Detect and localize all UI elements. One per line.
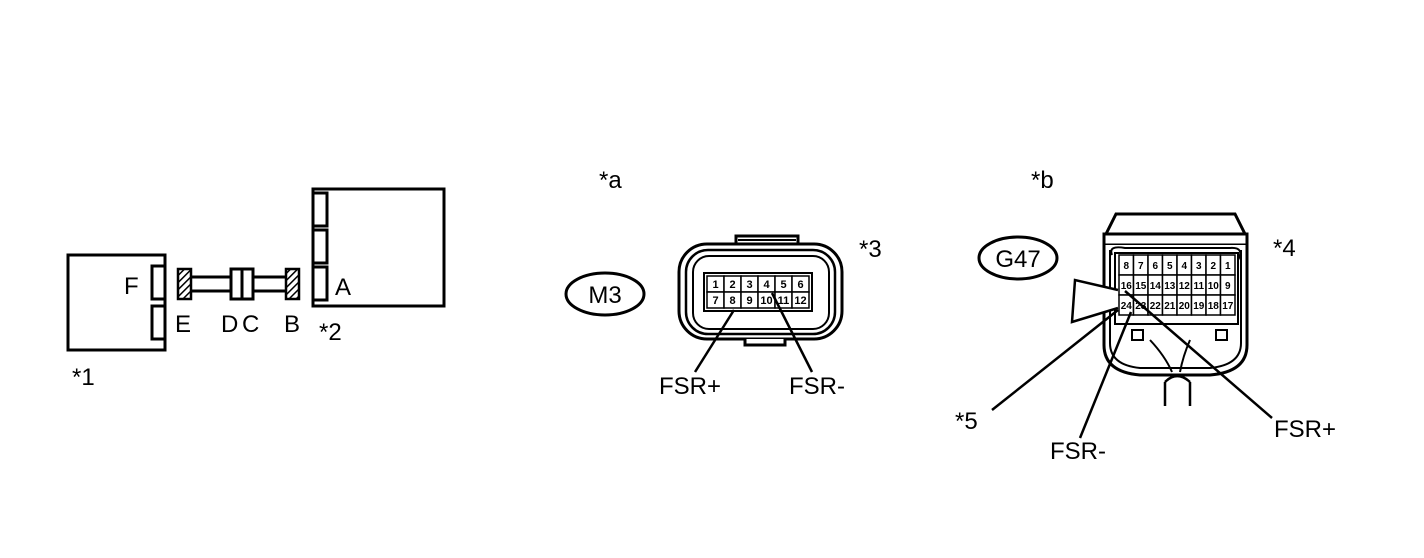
pin-number: 4 (1181, 261, 1187, 272)
pin-number: 1 (712, 279, 718, 291)
terminal-f-label: F (124, 273, 139, 300)
pin-number: 9 (1225, 281, 1231, 292)
pin-number: 10 (760, 295, 772, 307)
pin-number: 6 (797, 279, 803, 291)
leader-lines-b (991, 290, 1273, 439)
pin-number: 6 (1152, 261, 1158, 272)
pin-number: 15 (1135, 281, 1147, 292)
view-b-label: *b (1031, 167, 1054, 194)
connector-code: G47 (995, 246, 1040, 273)
pin-number: 12 (794, 295, 806, 307)
pin-number: 14 (1150, 281, 1162, 292)
connector-code: M3 (588, 282, 621, 309)
pin-number: 8 (1123, 261, 1129, 272)
terminal-d-label: D (221, 311, 238, 338)
component-1-label: *1 (72, 364, 95, 391)
pin-number: 19 (1193, 301, 1205, 312)
pin-number: 8 (729, 295, 735, 307)
callout-5: *5 (955, 408, 978, 435)
pin-number: 13 (1164, 281, 1176, 292)
pin-number: 5 (1167, 261, 1173, 272)
callout-4: *4 (1273, 235, 1296, 262)
connector-code-oval (564, 271, 646, 317)
terminal-e-label: E (175, 311, 191, 338)
component-1-box (66, 253, 167, 352)
signal-fsr-minus-b: FSR- (1050, 438, 1106, 465)
pin-number: 2 (1210, 261, 1216, 272)
pin-number: 16 (1121, 281, 1133, 292)
terminal-c-label: C (242, 311, 259, 338)
signal-fsr-plus-b: FSR+ (1274, 416, 1336, 443)
pin-number: 11 (778, 295, 790, 307)
pin-number: 10 (1208, 281, 1220, 292)
view-a-label: *a (599, 167, 622, 194)
pin-number: 2 (729, 279, 735, 291)
leader-lines-a (693, 292, 814, 373)
signal-fsr-minus-a: FSR- (789, 373, 845, 400)
pin-number: 3 (1196, 261, 1202, 272)
pin-number: 7 (712, 295, 718, 307)
pin-number: 24 (1121, 301, 1133, 312)
connector-code-oval (977, 235, 1059, 281)
signal-fsr-plus-a: FSR+ (659, 373, 721, 400)
pin-number: 3 (746, 279, 752, 291)
pin-number: 23 (1135, 301, 1147, 312)
pin-number: 1 (1225, 261, 1231, 272)
terminal-a-label: A (335, 274, 351, 301)
pin-cell (1219, 294, 1236, 316)
pin-number: 11 (1193, 281, 1204, 292)
harness-cable (176, 267, 301, 301)
pin-number: 22 (1150, 301, 1162, 312)
pin-number: 18 (1208, 301, 1220, 312)
terminal-b-label: B (284, 311, 300, 338)
component-2-label: *2 (319, 319, 342, 346)
pin-number: 12 (1179, 281, 1191, 292)
pin-number: 9 (746, 295, 752, 307)
pin-number: 4 (763, 279, 770, 291)
component-diagram: F *1 E D C B A *2 (66, 187, 446, 391)
callout-3: *3 (859, 236, 882, 263)
pin-number: 5 (780, 279, 786, 291)
pin-cell (791, 291, 810, 309)
pin-number: 7 (1138, 261, 1144, 272)
pin-number: 21 (1164, 301, 1176, 312)
pin-number: 20 (1179, 301, 1191, 312)
pin-number: 17 (1222, 301, 1234, 312)
component-2-box (311, 187, 446, 308)
